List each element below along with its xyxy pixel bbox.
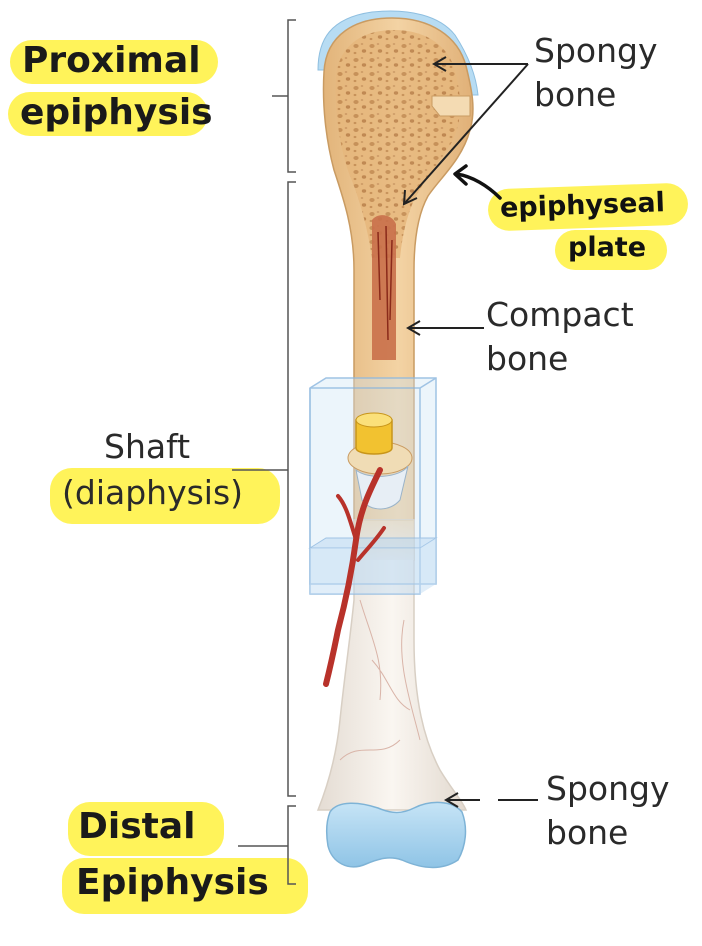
label-spongy-top: Spongy bbox=[534, 32, 657, 71]
label-spongy-bottom: Spongy bbox=[546, 770, 669, 809]
label-compact: Compact bbox=[486, 296, 634, 335]
label-epiphyseal: epiphyseal bbox=[499, 187, 665, 225]
label-spongy-top-bone: bone bbox=[534, 76, 616, 115]
bracket-shaft bbox=[288, 182, 296, 796]
label-plate: plate bbox=[568, 232, 646, 264]
medullary-cavity bbox=[372, 215, 396, 360]
handdrawn-arrow bbox=[456, 174, 500, 198]
distal-cartilage bbox=[327, 802, 466, 867]
bracket-proximal bbox=[288, 20, 296, 172]
label-diaphysis: (diaphysis) bbox=[62, 474, 243, 513]
bracket-distal bbox=[288, 806, 296, 884]
label-proximal-epiphysis: epiphysis bbox=[20, 92, 213, 134]
label-shaft: Shaft bbox=[104, 428, 190, 467]
label-distal-epiphysis: Epiphysis bbox=[76, 862, 269, 904]
epiphyseal-notch bbox=[432, 96, 470, 116]
label-compact-bone: bone bbox=[486, 340, 568, 379]
label-proximal: Proximal bbox=[22, 40, 201, 82]
label-spongy-bottom-bone: bone bbox=[546, 814, 628, 853]
label-distal: Distal bbox=[78, 806, 196, 848]
